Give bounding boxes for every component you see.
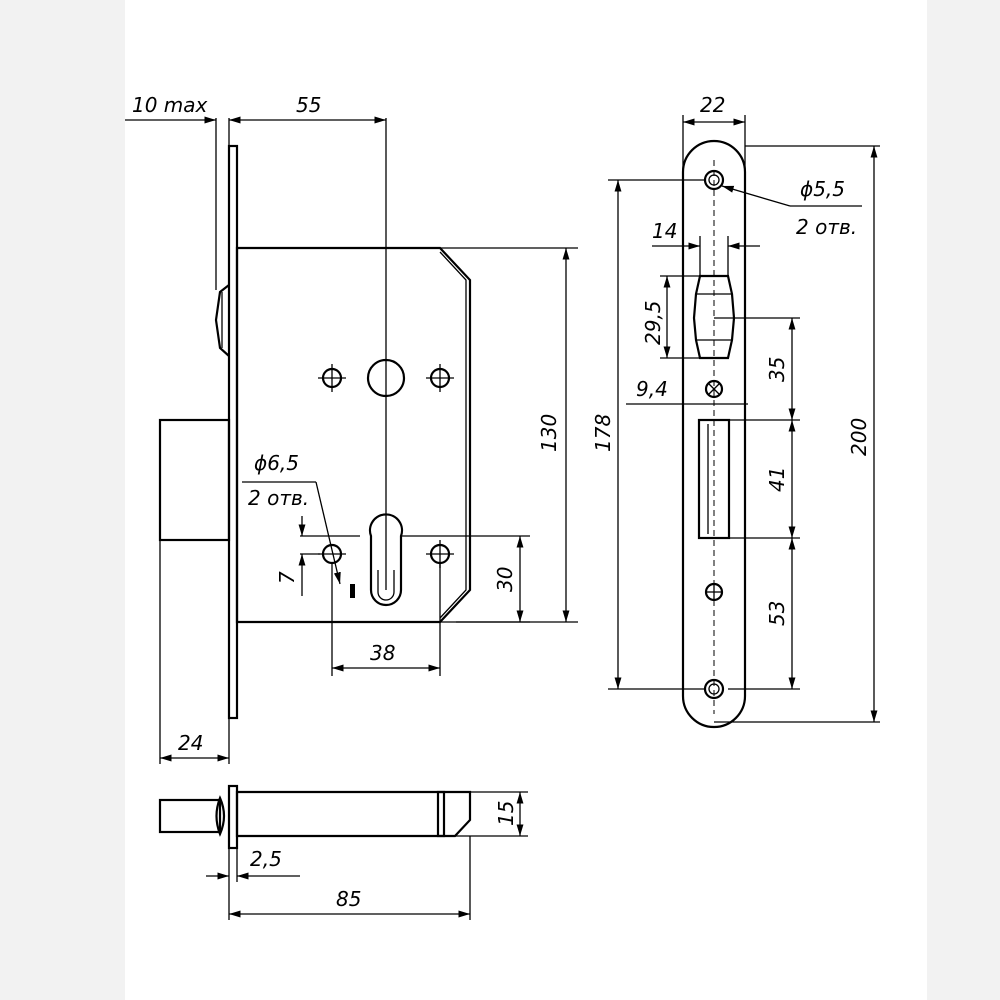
dim-hole-offset: 7 xyxy=(275,571,299,584)
case-side xyxy=(235,790,472,838)
dim-mid: 41 xyxy=(765,467,789,492)
latch-opening xyxy=(692,274,736,360)
dim-backset: 55 xyxy=(296,93,321,117)
dim-depth: 85 xyxy=(336,887,361,911)
follower-hole xyxy=(366,358,406,398)
dim-hole-spacing: 38 xyxy=(370,641,395,665)
strike-hole-count: 2 отв. xyxy=(796,215,857,239)
faceplate xyxy=(227,144,239,720)
left-margin xyxy=(0,0,125,1000)
dim-latch-height: 29,5 xyxy=(641,300,665,345)
strike-plate-outline xyxy=(681,139,747,729)
dim-latch-width: 14 xyxy=(652,219,677,243)
dim-offset: 9,4 xyxy=(636,377,668,401)
dim-strike-width: 22 xyxy=(700,93,725,117)
lock-side-view: 15 2,5 85 xyxy=(158,784,528,920)
small-slot xyxy=(350,584,355,598)
bolt-opening xyxy=(697,418,731,540)
bolt-side xyxy=(158,798,222,834)
dim-hole-dia: ϕ6,5 xyxy=(254,451,299,475)
dim-strike-total: 200 xyxy=(847,418,871,456)
strike-hole-dia: ϕ5,5 xyxy=(800,177,845,201)
dim-faceplate-max: 10 max xyxy=(132,93,208,117)
dim-plate: 2,5 xyxy=(250,847,282,871)
dim-lower: 53 xyxy=(765,601,789,626)
lock-case xyxy=(235,246,472,624)
latch-side xyxy=(215,795,226,837)
dim-case-height: 130 xyxy=(537,414,561,452)
dim-bolt-throw: 24 xyxy=(178,731,203,755)
faceplate-side xyxy=(227,784,239,850)
latch xyxy=(214,284,230,357)
dim-total-height: 178 xyxy=(591,414,615,452)
dim-upper: 35 xyxy=(765,357,789,382)
dim-cyl-height: 30 xyxy=(493,567,517,592)
screw-icon xyxy=(704,379,724,399)
dim-hole-count: 2 отв. xyxy=(248,486,309,510)
deadbolt xyxy=(158,418,231,542)
case-slot xyxy=(436,790,446,838)
dim-thickness: 15 xyxy=(494,801,518,826)
right-margin xyxy=(927,0,1000,1000)
lock-front-view: 10 max 55 130 30 7 ϕ6,5 2 отв. xyxy=(125,93,578,764)
strike-plate: 22 ϕ5,5 2 отв. 14 29,5 9,4 xyxy=(591,93,880,729)
